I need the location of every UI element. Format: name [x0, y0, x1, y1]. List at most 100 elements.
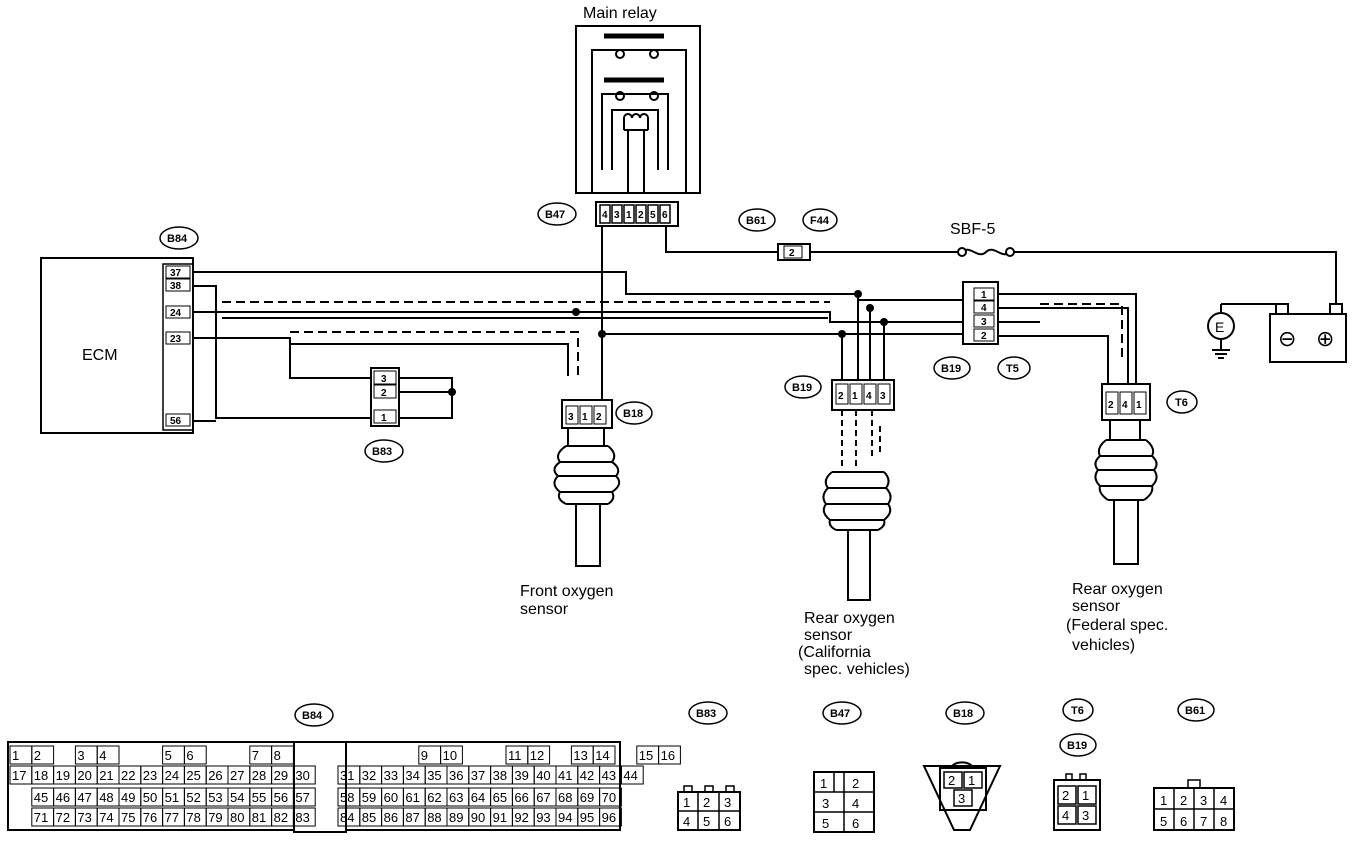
svg-text:2: 2: [948, 773, 955, 788]
svg-text:1: 1: [1136, 400, 1142, 411]
b84-pin: 37: [471, 768, 485, 783]
svg-text:B61: B61: [1185, 705, 1205, 717]
b84-pin: 38: [493, 768, 507, 783]
b84-pin: 26: [208, 768, 222, 783]
svg-text:1: 1: [582, 412, 588, 423]
relay-pin: 4: [602, 210, 608, 221]
svg-text:5: 5: [1160, 814, 1167, 829]
rear-fed-label-4: vehicles): [1072, 637, 1135, 654]
front-sensor-label-1: Front oxygen: [520, 583, 613, 600]
ecm-pin: 23: [170, 334, 182, 345]
b84-pin: 42: [580, 768, 594, 783]
rear-ca-label-2: sensor: [804, 627, 853, 644]
b84-pin: 77: [165, 810, 179, 825]
tag-b18: B18: [623, 408, 643, 420]
b84-pin: 33: [384, 768, 398, 783]
svg-text:3: 3: [880, 391, 886, 402]
svg-text:3: 3: [1082, 808, 1089, 823]
pinout-b61: B61 1 2 3 4 5 6 7 8: [1153, 698, 1235, 831]
b84-pin-cell: [620, 765, 644, 785]
b84-pin: 84: [340, 810, 354, 825]
b84-pin: 5: [165, 748, 172, 763]
main-relay: Main relay: [575, 5, 701, 194]
b84-pin-cell: [292, 787, 316, 807]
relay-pin: 5: [650, 210, 656, 221]
b84-pin: 85: [362, 810, 376, 825]
b84-pin: 92: [514, 810, 528, 825]
svg-text:T6: T6: [1071, 705, 1084, 717]
ecm-pin: 38: [170, 281, 182, 292]
b84-pin: 40: [536, 768, 550, 783]
ecm-pin: 24: [170, 308, 182, 319]
b84-pin: 29: [274, 768, 288, 783]
pinout-t6-b19: T6 B19 2 1 4 3: [1053, 698, 1101, 831]
rear-ca-label-3: (California: [798, 644, 871, 661]
rear-oxygen-sensor-federal: 2 4 1 T6 Rear oxygen sensor (Federal spe…: [1066, 383, 1198, 654]
svg-text:4: 4: [981, 303, 987, 314]
b84-pin: 71: [34, 810, 48, 825]
b84-pin: 65: [493, 790, 507, 805]
svg-text:4: 4: [866, 391, 872, 402]
relay-pin: 2: [638, 210, 644, 221]
b84-pin: 70: [602, 790, 616, 805]
b84-pin: 35: [427, 768, 441, 783]
b84-pin: 55: [252, 790, 266, 805]
b84-pin-cell: [527, 745, 551, 765]
rear-ca-label-4: spec. vehicles): [804, 661, 910, 678]
b84-pin: 75: [121, 810, 135, 825]
b84-pin: 47: [77, 790, 91, 805]
tag-t6: T6: [1175, 397, 1188, 409]
b84-pin: 73: [77, 810, 91, 825]
b84-pin: 39: [514, 768, 528, 783]
svg-text:B19: B19: [1067, 740, 1087, 752]
b84-pin: 88: [427, 810, 441, 825]
svg-text:2: 2: [981, 331, 987, 342]
ecm-box: ECM 37 38 24 23 56: [40, 257, 194, 434]
b84-pin: 44: [623, 768, 637, 783]
b84-pin: 81: [252, 810, 266, 825]
connector-b61: 2 B61 F44: [738, 208, 838, 261]
rear-fed-label-3: (Federal spec.: [1066, 617, 1168, 634]
b84-pin: 86: [384, 810, 398, 825]
b84-pin: 45: [34, 790, 48, 805]
svg-text:1: 1: [820, 776, 827, 791]
b84-pin: 76: [143, 810, 157, 825]
b84-pin: 80: [230, 810, 244, 825]
b84-pin: 52: [186, 790, 200, 805]
b84-pin: 21: [99, 768, 113, 783]
tag-f44: F44: [810, 215, 830, 227]
b84-pin: 11: [508, 748, 522, 763]
b84-pin: 15: [639, 748, 653, 763]
b84-pin: 69: [580, 790, 594, 805]
tag-b19-t5: B19: [941, 363, 961, 375]
b84-pin: 10: [443, 748, 457, 763]
svg-text:3: 3: [724, 795, 731, 810]
front-oxygen-sensor: 3 1 2 B18 Front oxygen sensor: [520, 399, 653, 618]
b84-pin-cell: [96, 745, 120, 765]
b84-pin: 24: [165, 768, 179, 783]
b84-pin-cell: [658, 745, 681, 765]
svg-text:2: 2: [381, 388, 387, 399]
rear-fed-label-2: sensor: [1072, 598, 1121, 615]
relay-pin: 3: [614, 210, 620, 221]
tag-b84-pinout: B84: [302, 710, 323, 722]
tag-b83: B83: [372, 446, 392, 458]
svg-text:6: 6: [852, 816, 859, 831]
svg-text:E: E: [1215, 319, 1224, 335]
b84-pin: 62: [427, 790, 441, 805]
svg-text:8: 8: [1220, 814, 1227, 829]
b84-pin: 7: [252, 748, 259, 763]
tag-b19-sensor: B19: [792, 382, 812, 394]
b84-pin: 19: [56, 768, 70, 783]
svg-text:3: 3: [1200, 793, 1207, 808]
b84-pin: 91: [493, 810, 507, 825]
b84-pin: 34: [405, 768, 419, 783]
connector-b83: 3 2 1 B83: [364, 367, 404, 463]
b84-pin: 54: [230, 790, 244, 805]
b84-pin: 18: [34, 768, 48, 783]
svg-text:6: 6: [1180, 814, 1187, 829]
main-relay-label: Main relay: [583, 5, 657, 22]
b84-pin: 1: [12, 748, 19, 763]
b84-pin: 12: [530, 748, 544, 763]
